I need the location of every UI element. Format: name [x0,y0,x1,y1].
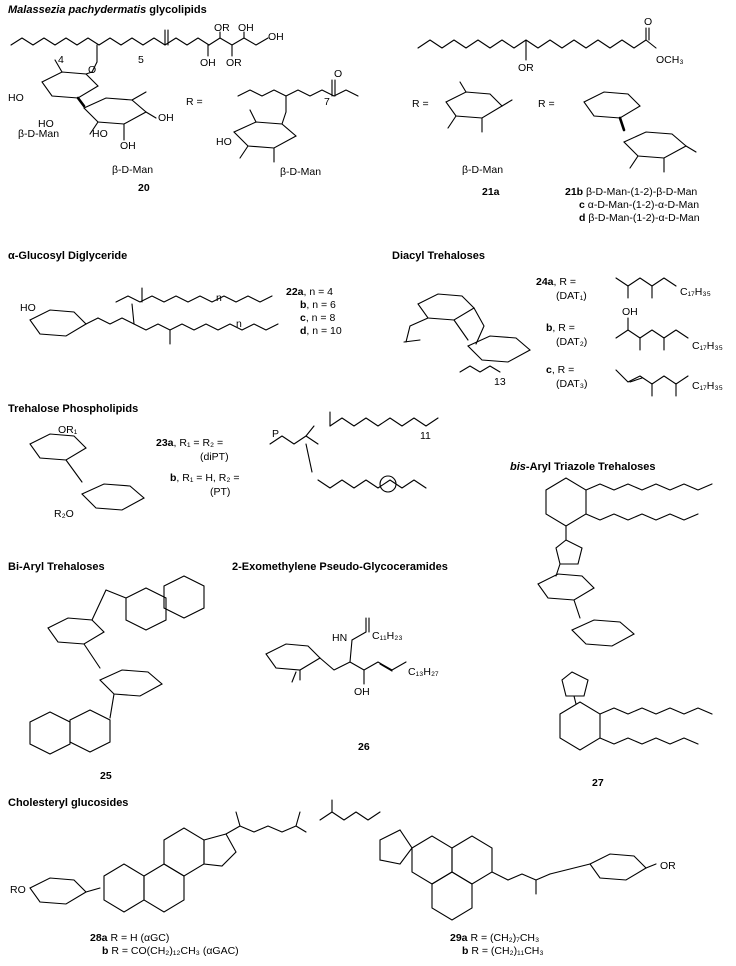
compound-27-label: 27 [592,777,604,789]
label-subn: n [236,318,242,330]
section-title-bis-aryl-triazole: bis-Aryl Triazole Trehaloses [510,461,656,473]
compound-23b-abbr: (PT) [210,486,231,498]
label-p: P [272,428,280,440]
compound-24b-abbr: (DAT₂) [556,336,588,348]
compound-29b-label: b R = (CH₂)₁₁CH₃ [462,945,544,957]
label-r2o: R₂O [54,508,74,520]
label-ho: HO [8,92,24,104]
label-c13h27: C₁₃H₂₇ [408,666,439,678]
label-r-eq: R = [538,98,555,110]
label-sub13: 13 [494,376,506,388]
compound-26-structure [265,617,407,685]
label-or: OR [518,62,534,74]
label-subn: n [216,292,222,304]
label-oh: OH [622,306,638,318]
compound-28a-label: 28a R = H (αGC) [90,932,170,944]
label-hn: HN [332,632,348,644]
label-ho: HO [38,118,54,130]
compound-29-structure [319,799,657,921]
compound-22-list: 22a, n = 4 b, n = 6 c, n = 8 d, n = 10 [286,286,342,337]
label-c17h35: C₁₇H₃₅ [692,380,723,392]
label-och3: OCH₃ [656,54,684,66]
compound-24a-abbr: (DAT₁) [556,290,587,302]
section-title-malassezia: Malassezia pachydermatis glycolipids [8,4,207,16]
label-ho: HO [216,136,232,148]
section-title-alpha-glucosyl: α-Glucosyl Diglyceride [8,250,128,262]
label-oh: OH [354,686,370,698]
label-or1: OR₁ [58,424,78,436]
label-oh: OH [200,57,216,69]
label-oh: OH [238,22,254,34]
label-or: OR [214,22,230,34]
compound-24c-label: c, R = [546,364,575,376]
label-o: O [644,16,653,28]
label-beta-d-man: β-D-Man [112,164,154,176]
compound-22-structure [29,287,279,345]
section-title-cholesteryl-glucosides: Cholesteryl glucosides [8,797,129,809]
label-sub5: 5 [138,54,144,66]
label-c17h35: C₁₇H₃₅ [680,286,711,298]
compound-24b-label: b, R = [546,322,575,334]
label-r-eq: R = [412,98,429,110]
compound-21a-label: 21a [482,186,500,198]
compound-20-label: 20 [138,182,150,194]
label-beta-d-man: β-D-Man [462,164,504,176]
label-sub11: 11 [420,430,431,442]
compound-24-structure [403,277,689,397]
compound-23a-abbr: (diPT) [200,451,229,463]
compound-25-structure [29,575,205,755]
label-o: O [334,68,343,80]
section-title-diacyl-trehaloses: Diacyl Trehaloses [392,250,485,262]
label-c17h35: C₁₇H₃₅ [692,340,723,352]
compound-21-structure [417,27,697,173]
compound-24c-abbr: (DAT₃) [556,378,588,390]
compound-27-structure [537,477,713,751]
section-title-exomethylene: 2-Exomethylene Pseudo-Glycoceramides [232,561,448,573]
label-o: O [88,64,97,76]
label-oh: OH [120,140,136,152]
section-title-trehalose-phospholipids: Trehalose Phospholipids [8,403,139,415]
compound-23a-label: 23a, R₁ = R₂ = [156,437,224,449]
compound-24a-label: 24a, R = [536,276,576,288]
label-sub7: 7 [324,96,330,108]
compound-20-structure [10,29,359,163]
compound-28-structure [29,811,307,913]
label-or: OR [660,860,676,872]
label-beta-d-man: β-D-Man [18,128,60,140]
label-r-eq: R = [186,96,203,108]
label-ro: RO [10,884,26,896]
label-ho: HO [92,128,108,140]
compound-25-label: 25 [100,770,112,782]
label-c11h23: C₁₁H₂₃ [372,630,403,642]
compound-29a-label: 29a R = (CH₂)₇CH₃ [450,932,540,944]
label-ho: HO [20,302,36,314]
label-oh: OH [158,112,174,124]
compound-26-label: 26 [358,741,370,753]
label-oh: OH [268,31,284,43]
compound-23b-label: b, R₁ = H, R₂ = [170,472,240,484]
label-beta-d-man: β-D-Man [280,166,322,178]
compound-21-list: 21b β-D-Man-(1-2)-β-D-Man c α-D-Man-(1-2… [565,186,700,224]
section-title-bi-aryl-trehaloses: Bi-Aryl Trehaloses [8,561,105,573]
label-sub4: 4 [58,54,64,66]
compound-28b-label: b R = CO(CH₂)₁₂CH₃ (αGAC) [102,945,239,957]
label-or: OR [226,57,242,69]
compound-23-structure [29,411,439,511]
